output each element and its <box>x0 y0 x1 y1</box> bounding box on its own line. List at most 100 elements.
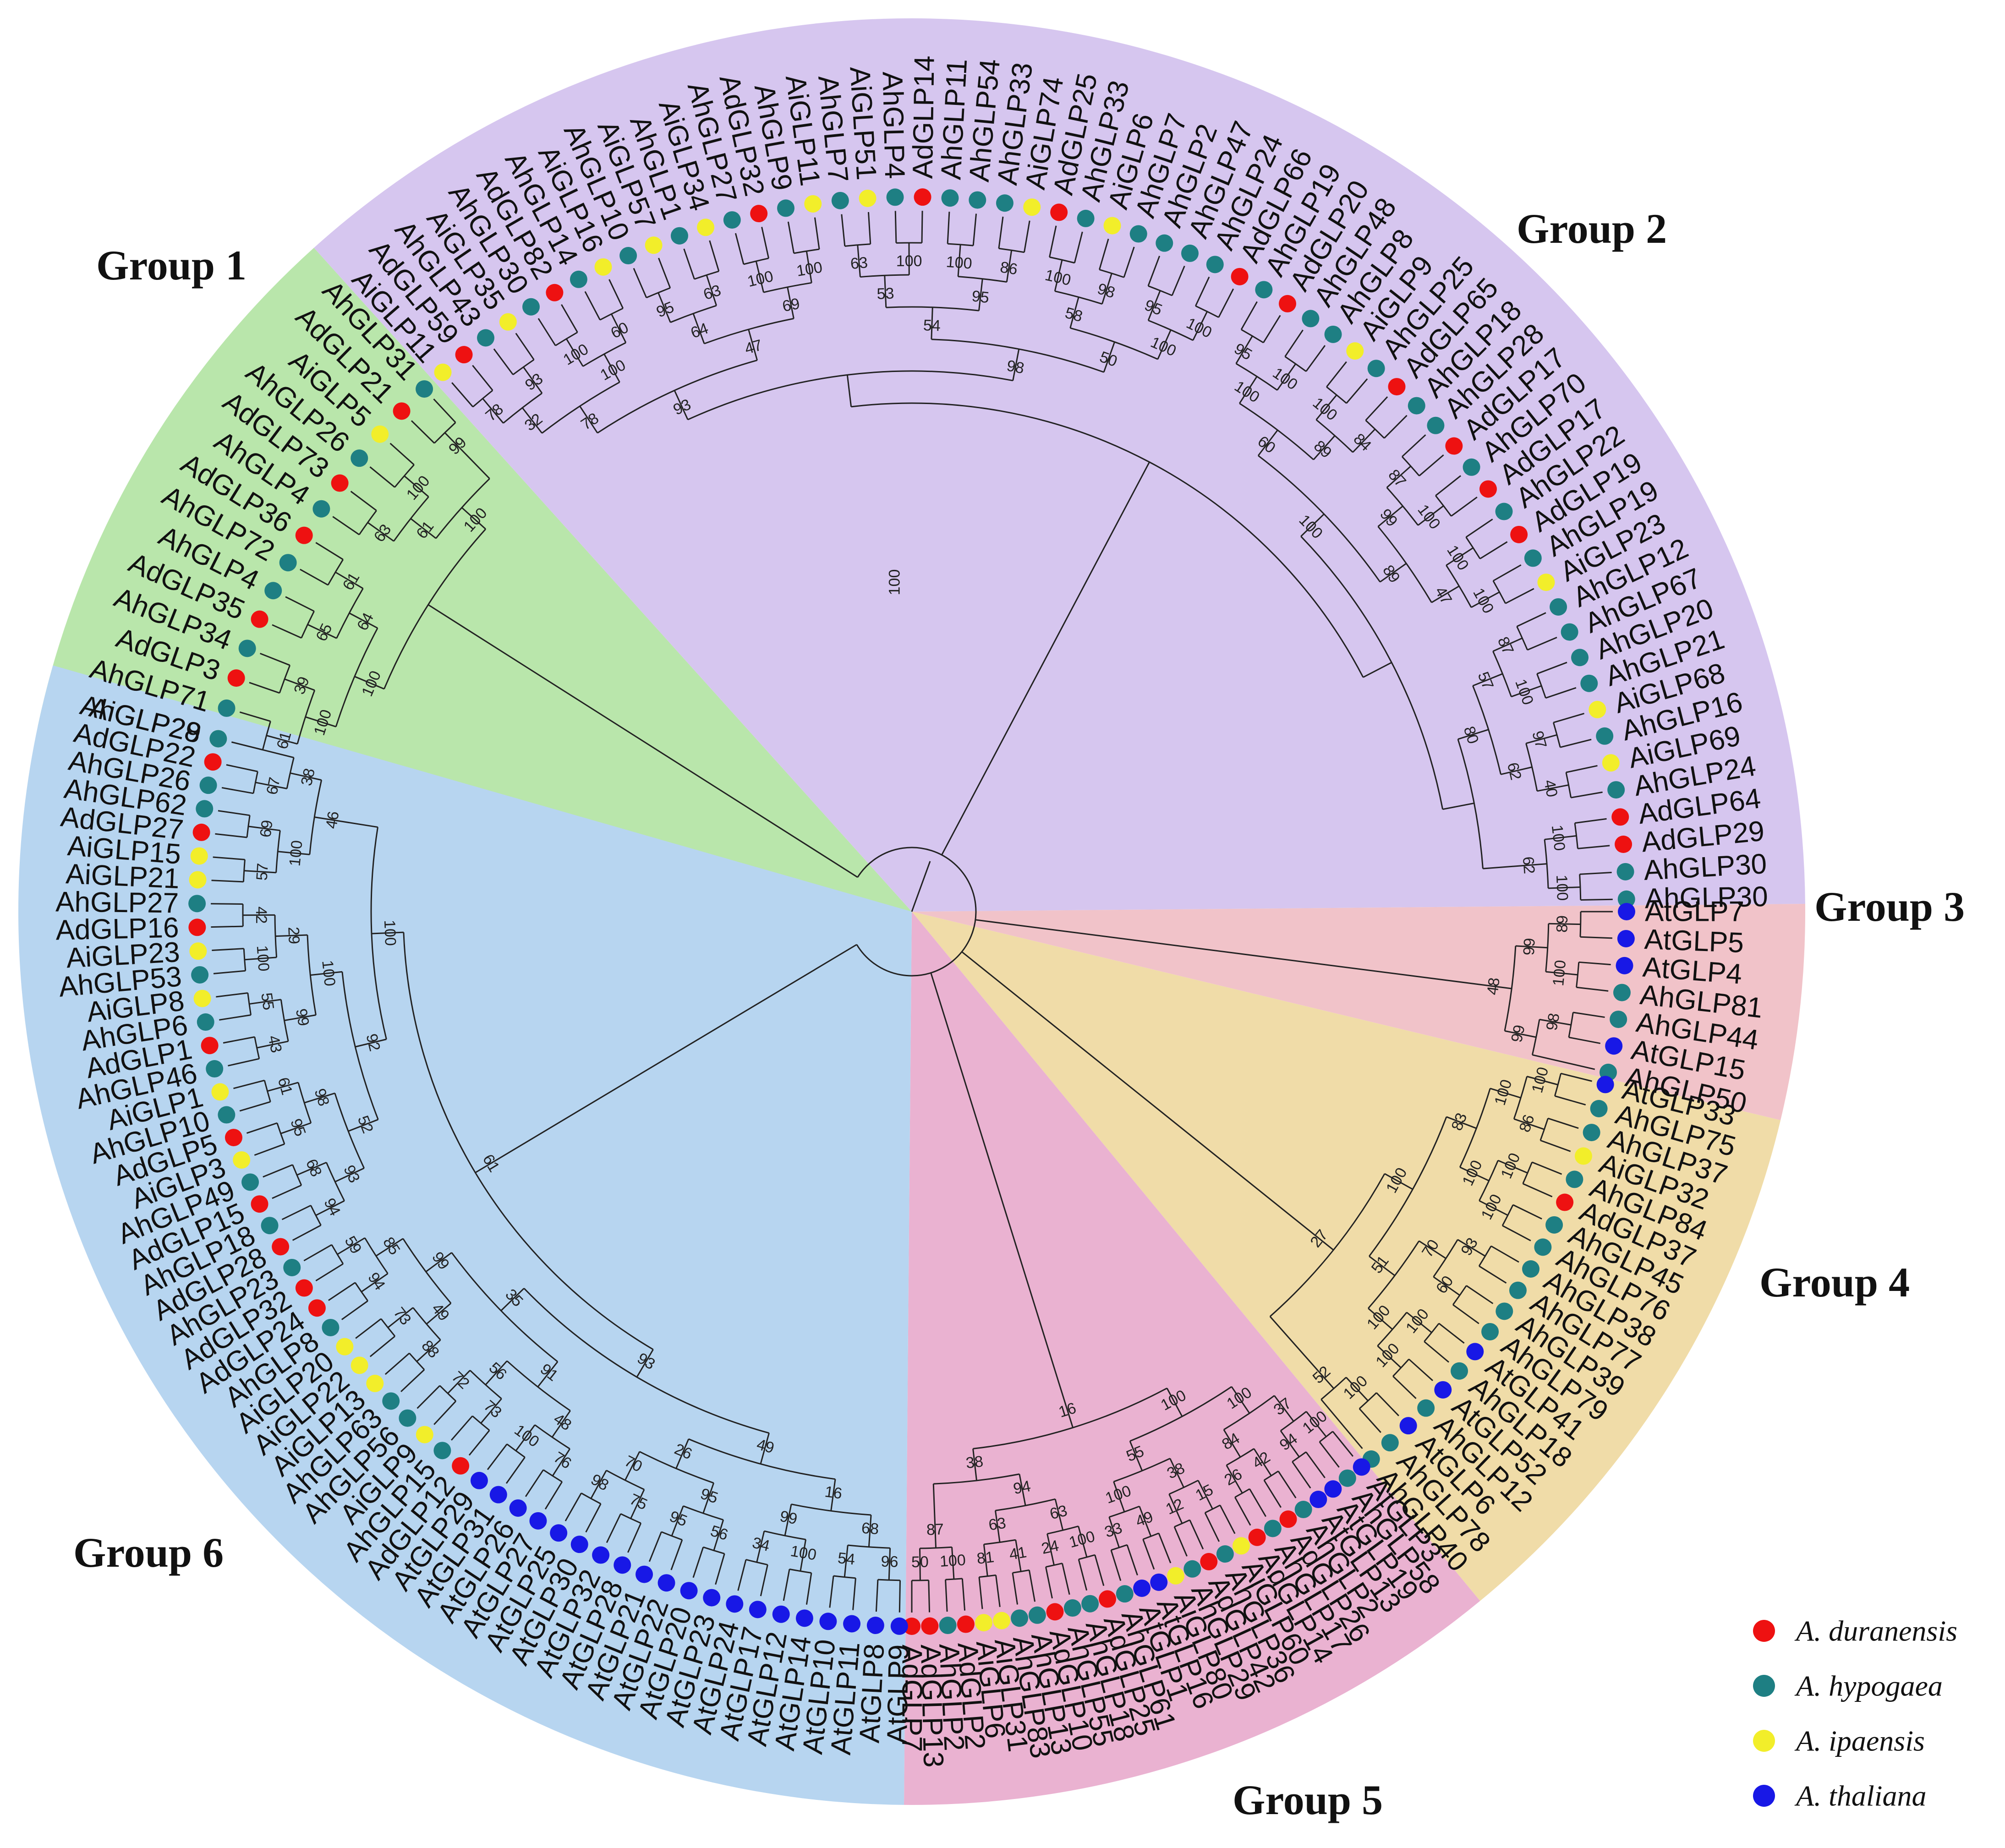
leaf-marker <box>1427 416 1445 434</box>
leaf-label: AiGLP23 <box>66 936 181 974</box>
branch <box>1553 712 1584 723</box>
leaf-marker <box>1294 1501 1312 1519</box>
branch <box>281 1204 312 1220</box>
branch <box>1078 1554 1096 1560</box>
branch <box>364 1237 389 1274</box>
leaf-marker <box>941 189 959 207</box>
leaf-marker <box>1451 1362 1468 1380</box>
branch <box>315 1263 344 1282</box>
branch <box>1505 588 1534 604</box>
branch <box>506 1443 526 1458</box>
branch <box>435 478 490 539</box>
branch <box>505 1457 526 1484</box>
branch <box>998 216 1004 249</box>
leaf-label: AdGLP7 <box>896 1645 928 1752</box>
branch <box>1099 238 1109 270</box>
branch <box>1101 273 1112 304</box>
leaf-marker <box>251 1195 268 1213</box>
bootstrap-value: 63 <box>987 1514 1007 1534</box>
legend-swatch <box>1753 1730 1775 1752</box>
branch <box>760 1432 770 1465</box>
leaf-marker <box>189 871 207 889</box>
branch <box>590 1470 607 1499</box>
branch <box>309 780 323 855</box>
branch <box>1305 345 1326 372</box>
branch <box>1269 1316 1335 1389</box>
leaf-marker <box>996 194 1013 212</box>
leaf-marker <box>1509 1281 1527 1299</box>
branch <box>1465 536 1481 559</box>
leaf-marker <box>890 1617 908 1635</box>
branch <box>461 507 486 530</box>
leaf-marker <box>204 753 222 771</box>
branch <box>275 830 281 873</box>
branch <box>1459 1166 1490 1181</box>
branch <box>332 516 360 536</box>
branch <box>961 1578 966 1611</box>
branch <box>630 1489 645 1519</box>
branch <box>300 569 329 586</box>
leaf-marker <box>241 1173 259 1191</box>
branch <box>1147 290 1161 321</box>
leaf-label: AtGLP9 <box>882 1644 915 1744</box>
branch <box>1139 1506 1152 1537</box>
branch <box>713 1520 724 1551</box>
branch <box>1094 1554 1105 1586</box>
branch <box>1435 495 1452 517</box>
branch <box>451 382 474 408</box>
branch <box>1012 349 1020 381</box>
bootstrap-value: 57 <box>253 863 272 881</box>
branch <box>447 1370 471 1394</box>
leaf-marker <box>1046 1603 1064 1621</box>
branch <box>1548 886 1581 889</box>
branch <box>1392 1376 1417 1399</box>
branch <box>941 461 1150 855</box>
branch <box>692 1547 704 1578</box>
branch <box>1046 1533 1055 1565</box>
leaf-marker <box>1596 1076 1614 1093</box>
branch <box>216 992 248 998</box>
bootstrap-value: 24 <box>1040 1537 1060 1558</box>
branch <box>355 1318 382 1339</box>
branch <box>805 1573 812 1605</box>
branch <box>1253 1448 1272 1476</box>
branch <box>1442 802 1474 810</box>
bootstrap-value: 43 <box>264 1034 285 1055</box>
branch <box>844 243 871 247</box>
branch <box>450 1415 473 1441</box>
leaf-marker <box>1545 1216 1563 1234</box>
leaf-marker <box>1445 437 1463 455</box>
leaf-marker <box>723 211 741 229</box>
branch <box>1148 319 1194 341</box>
leaf-marker <box>188 895 206 913</box>
branch <box>485 1360 508 1385</box>
leaf-marker <box>614 1556 631 1574</box>
branch <box>400 1369 425 1392</box>
branch <box>814 217 820 250</box>
branch <box>1368 1307 1393 1330</box>
branch <box>972 213 977 246</box>
branch <box>1012 1573 1019 1605</box>
branch <box>249 999 281 1005</box>
leaf-label: AdGLP13 <box>915 1644 949 1768</box>
leaf-marker <box>1596 727 1614 745</box>
branch <box>1346 378 1368 404</box>
leaf-marker <box>697 219 715 236</box>
leaf-marker <box>1463 458 1480 476</box>
sector-group4 <box>912 912 1781 1601</box>
branch <box>564 1493 582 1521</box>
branch <box>1517 612 1546 627</box>
branch <box>928 1580 931 1613</box>
branch <box>1359 1408 1381 1433</box>
leaf-marker <box>1479 480 1497 498</box>
branch <box>355 1039 387 1048</box>
bootstrap-value: 96 <box>881 1553 898 1571</box>
leaf-marker <box>914 188 931 206</box>
group-label: Group 5 <box>1233 1777 1383 1823</box>
bootstrap-value: 95 <box>971 287 990 306</box>
branch <box>247 993 252 1015</box>
branch <box>272 1184 302 1199</box>
leaf-marker <box>399 1409 416 1427</box>
branch <box>231 741 294 759</box>
branch <box>1028 1570 1036 1602</box>
